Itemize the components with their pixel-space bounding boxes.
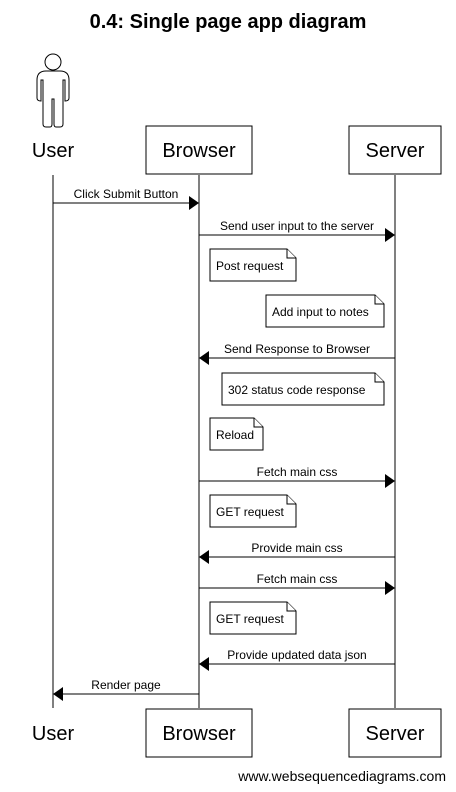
message: Fetch main css: [199, 465, 395, 488]
participant-label-user-top: User: [32, 140, 75, 162]
participant-label-browser-top: Browser: [162, 140, 236, 162]
note-fold: [253, 418, 263, 428]
note-fold: [374, 373, 384, 383]
participant-label-browser-bottom: Browser: [162, 723, 236, 745]
note-box: [209, 248, 297, 282]
note-label: GET request: [216, 612, 284, 626]
message: Provide main css: [199, 541, 395, 564]
note-label: Add input to notes: [272, 305, 369, 319]
note-fold: [286, 602, 296, 612]
participants-top: User Browser Server: [32, 53, 442, 175]
note: Post request: [209, 248, 297, 282]
message: Provide updated data json: [199, 648, 395, 671]
note-label: Post request: [216, 259, 284, 273]
message-label: Render page: [91, 678, 161, 692]
note: GET request: [209, 601, 297, 635]
note-fold: [286, 249, 296, 259]
arrow-head: [189, 196, 199, 210]
arrow-head: [199, 657, 209, 671]
message: Send Response to Browser: [199, 342, 395, 365]
note-box: [209, 417, 264, 451]
participant-label-user-bottom: User: [32, 723, 75, 745]
note: 302 status code response: [221, 372, 385, 406]
message-label: Send user input to the server: [220, 219, 374, 233]
message-label: Provide updated data json: [227, 648, 366, 662]
lifelines: [52, 175, 396, 708]
note-label: GET request: [216, 505, 284, 519]
message-label: Provide main css: [251, 541, 342, 555]
arrow-head: [385, 228, 395, 242]
participant-box-browser-top: [145, 125, 253, 175]
participants-bottom: User Browser Server: [32, 708, 442, 758]
note-box: [209, 494, 297, 528]
diagram-title: 0.4: Single page app diagram: [90, 11, 367, 33]
message-label: Fetch main css: [257, 572, 338, 586]
participant-label-server-top: Server: [366, 140, 425, 162]
person-icon: [36, 53, 70, 128]
message: Click Submit Button: [53, 187, 199, 210]
arrow-head: [199, 351, 209, 365]
note-box: [265, 294, 385, 328]
arrow-head: [385, 581, 395, 595]
note-label: Reload: [216, 428, 254, 442]
message: Send user input to the server: [199, 219, 395, 242]
watermark: www.websequencediagrams.com: [237, 768, 446, 784]
arrow-head: [199, 550, 209, 564]
message-label: Fetch main css: [257, 465, 338, 479]
arrow-head: [53, 687, 63, 701]
message: Render page: [53, 678, 199, 701]
note-box: [209, 601, 297, 635]
note-fold: [286, 495, 296, 505]
message: Fetch main css: [199, 572, 395, 595]
arrow-head: [385, 474, 395, 488]
note-label: 302 status code response: [228, 383, 366, 397]
message-label: Send Response to Browser: [224, 342, 370, 356]
participant-box-browser-bottom: [145, 708, 253, 758]
note: Add input to notes: [265, 294, 385, 328]
note: GET request: [209, 494, 297, 528]
participant-label-server-bottom: Server: [366, 723, 425, 745]
participant-box-server-top: [348, 125, 442, 175]
note-fold: [374, 295, 384, 305]
message-label: Click Submit Button: [74, 187, 179, 201]
participant-box-server-bottom: [348, 708, 442, 758]
note-box: [221, 372, 385, 406]
note: Reload: [209, 417, 264, 451]
